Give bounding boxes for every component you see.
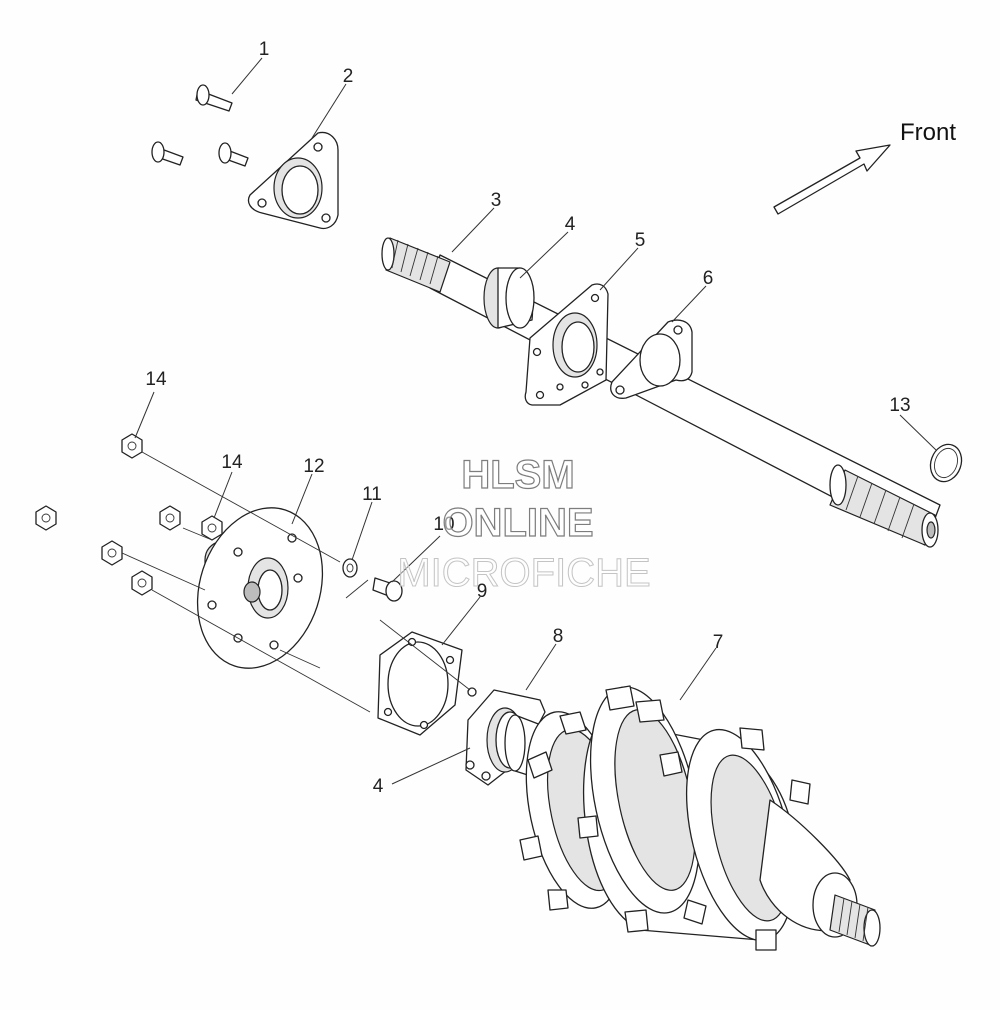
- callout-13: 13: [889, 395, 910, 416]
- callout-14-lower: 14: [221, 452, 243, 473]
- bearing-flange-part-12: [196, 507, 324, 669]
- callout-4-lower: 4: [373, 776, 384, 797]
- washer-part-11: [342, 558, 358, 578]
- watermark-line-1: HLSM: [461, 453, 574, 497]
- callout-7: 7: [713, 632, 724, 653]
- callout-5: 5: [635, 230, 646, 251]
- gasket-part-9: [377, 631, 463, 736]
- leader-lines: [134, 57, 937, 785]
- nut-part-14: [35, 433, 223, 596]
- callout-4-upper: 4: [565, 214, 576, 235]
- flange-part-5: [524, 283, 609, 406]
- callout-10: 10: [433, 514, 454, 535]
- gasket-part-6: [610, 319, 693, 399]
- callout-9: 9: [477, 581, 488, 602]
- callout-6: 6: [703, 268, 714, 289]
- watermark: HLSM ONLINE MICROFICHE: [397, 452, 651, 595]
- assembly-lines: [121, 451, 471, 713]
- watermark-line-2: ONLINE: [442, 501, 593, 545]
- flange-plate-part-2: [247, 131, 339, 230]
- drive-sprocket-shaft-part-7: [504, 685, 881, 951]
- callout-3: 3: [491, 190, 502, 211]
- pin-part-10: [372, 577, 403, 602]
- callout-14-upper: 14: [145, 369, 167, 390]
- callout-8: 8: [553, 626, 564, 647]
- front-arrow-icon: [773, 144, 891, 215]
- watermark-line-3: MICROFICHE: [397, 551, 650, 595]
- callout-11: 11: [362, 484, 382, 505]
- callout-2: 2: [343, 66, 354, 87]
- front-label: Front: [900, 119, 956, 146]
- callout-12: 12: [303, 456, 324, 477]
- callout-numbers: 1 2 3 4 5 6 13 14 14 12 11 10 9 8 7 4: [145, 39, 910, 797]
- callout-1: 1: [259, 39, 270, 60]
- rivet-part-1: [151, 84, 249, 167]
- bearing-part-4: [483, 267, 535, 329]
- o-ring-part-13: [929, 443, 963, 483]
